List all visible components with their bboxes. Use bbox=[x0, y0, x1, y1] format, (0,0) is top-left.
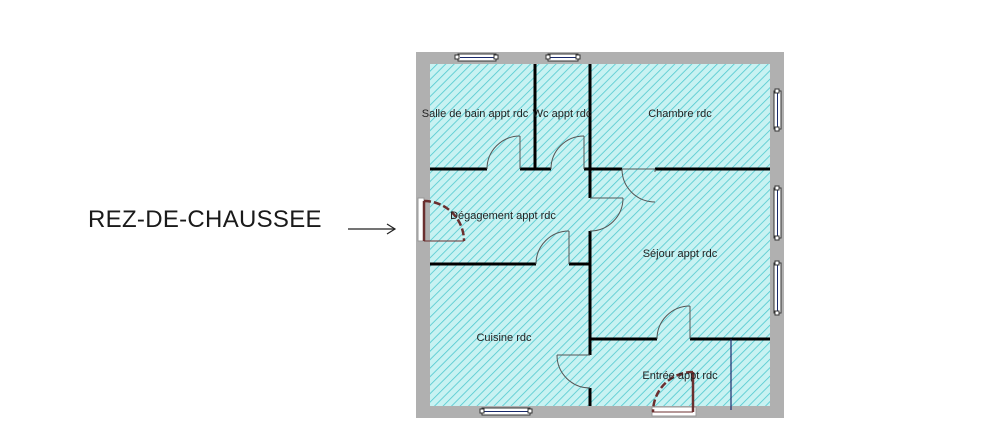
label-entree: Entrée appt rdc bbox=[642, 370, 718, 382]
room-cuisine bbox=[430, 264, 590, 406]
room-degagement bbox=[430, 169, 590, 264]
room-sejour bbox=[590, 169, 770, 339]
room-salle-de-bain bbox=[430, 64, 535, 169]
left-exterior-door bbox=[417, 197, 466, 242]
label-wc: Wc appt rdc bbox=[533, 108, 592, 120]
door-swings bbox=[486, 135, 691, 389]
entry-door bbox=[651, 370, 697, 417]
rooms bbox=[430, 64, 770, 406]
label-chambre: Chambre rdc bbox=[648, 108, 712, 120]
windows bbox=[454, 53, 782, 416]
room-chambre bbox=[590, 64, 770, 169]
room-entree bbox=[590, 339, 770, 406]
floor-title: REZ-DE-CHAUSSEE bbox=[88, 206, 322, 233]
label-cuisine: Cuisine rdc bbox=[476, 332, 532, 344]
label-sejour: Séjour appt rdc bbox=[643, 248, 718, 260]
room-wc bbox=[535, 64, 590, 169]
label-degagement: Dégagement appt rdc bbox=[450, 210, 556, 222]
interior-walls bbox=[430, 64, 770, 406]
label-salle-de-bain: Salle de bain appt rdc bbox=[422, 108, 529, 120]
